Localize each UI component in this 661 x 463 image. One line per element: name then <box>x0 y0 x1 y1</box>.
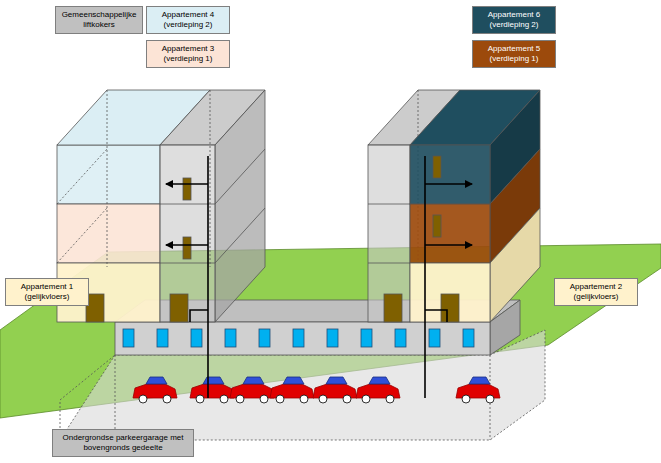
garage-window <box>123 329 134 347</box>
car <box>190 377 234 403</box>
label-box: Appartement 6 (verdieping 2) <box>472 6 556 34</box>
car <box>133 377 177 403</box>
garage-window <box>157 329 168 347</box>
label-text: Appartement 6 (verdieping 2) <box>473 8 555 32</box>
garage-window <box>463 329 474 347</box>
car <box>456 377 500 403</box>
text-stack: Appartement 5 (verdieping 1) <box>473 42 555 66</box>
lift-route-arrows <box>166 156 472 398</box>
car <box>313 377 357 403</box>
text-stack: Gemeenschappelijke liftkokers <box>56 8 142 32</box>
label-text: Appartement 2 (gelijkvloers) <box>555 280 637 304</box>
car <box>356 377 400 403</box>
label-box: Appartement 4 (verdieping 2) <box>146 6 230 34</box>
garage-window <box>225 329 236 347</box>
text-stack: Appartement 6 (verdieping 2) <box>473 8 555 32</box>
garage-window <box>361 329 372 347</box>
garage-window <box>395 329 406 347</box>
label-box: Gemeenschappelijke liftkokers <box>55 6 143 34</box>
car <box>230 377 274 403</box>
label-box: Appartement 2 (gelijkvloers) <box>554 278 638 306</box>
underground-garage <box>60 330 545 440</box>
text-stack: Appartement 2 (gelijkvloers) <box>555 280 637 304</box>
label-text: Appartement 1 (gelijkvloers) <box>6 280 88 304</box>
label-box: Ondergrondse parkeergarage met bovengron… <box>52 429 194 457</box>
text-stack: Appartement 4 (verdieping 2) <box>147 8 229 32</box>
label-text: Appartement 3 (verdieping 1) <box>147 42 229 66</box>
text-stack: Ondergrondse parkeergarage met bovengron… <box>53 431 193 455</box>
label-text: Appartement 4 (verdieping 2) <box>147 8 229 32</box>
label-text: Appartement 5 (verdieping 1) <box>473 42 555 66</box>
label-box: Appartement 1 (gelijkvloers) <box>5 278 89 306</box>
garage-window <box>429 329 440 347</box>
label-box: Appartement 3 (verdieping 1) <box>146 40 230 68</box>
garage-window <box>293 329 304 347</box>
label-box: Appartement 5 (verdieping 1) <box>472 40 556 68</box>
car <box>270 377 314 403</box>
garage-window <box>191 329 202 347</box>
garage-window <box>259 329 270 347</box>
text-stack: Appartement 1 (gelijkvloers) <box>6 280 88 304</box>
right-building <box>368 90 540 322</box>
text-stack: Appartement 3 (verdieping 1) <box>147 42 229 66</box>
garage-slab-front <box>115 322 490 355</box>
cars <box>133 377 500 403</box>
label-text: Gemeenschappelijke liftkokers <box>56 8 142 32</box>
label-text: Ondergrondse parkeergarage met bovengron… <box>53 431 193 455</box>
garage-windows <box>123 329 474 347</box>
garage-window <box>327 329 338 347</box>
